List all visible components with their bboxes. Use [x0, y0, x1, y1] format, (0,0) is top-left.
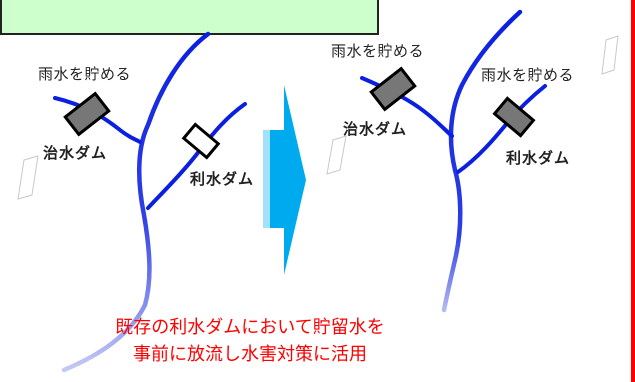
left-rain-label: 雨水を貯める — [38, 65, 132, 83]
left-river-branch-a — [53, 96, 142, 144]
right-water-use-dam-label: 利水ダム — [506, 149, 571, 167]
transition-arrow — [263, 85, 306, 275]
left-flood-dam-label: 治水ダム — [43, 144, 108, 162]
caption-line-2: 事前に放流し水害対策に活用 — [133, 344, 367, 365]
left-river-system — [53, 31, 247, 373]
left-river-branch-b — [146, 102, 247, 210]
right-flood-dam-label: 治水ダム — [343, 120, 408, 138]
decorative-shapes — [17, 35, 619, 200]
title-box — [0, 0, 379, 35]
right-rain-label-a: 雨水を貯める — [331, 42, 425, 60]
left-river-main — [61, 31, 211, 373]
frame-border — [631, 0, 635, 382]
right-rain-label-b: 雨水を貯める — [481, 66, 575, 84]
left-flood-dam — [63, 91, 111, 137]
right-river-main — [441, 9, 523, 313]
left-water-use-dam — [181, 122, 221, 160]
right-water-use-dam — [492, 96, 536, 138]
caption: 既存の利水ダムにおいて貯留水を 事前に放流し水害対策に活用 — [60, 314, 440, 368]
left-water-use-dam-label: 利水ダム — [190, 170, 255, 188]
right-flood-dam — [369, 66, 417, 112]
right-river-system — [360, 9, 547, 313]
caption-line-1: 既存の利水ダムにおいて貯留水を — [115, 317, 385, 338]
